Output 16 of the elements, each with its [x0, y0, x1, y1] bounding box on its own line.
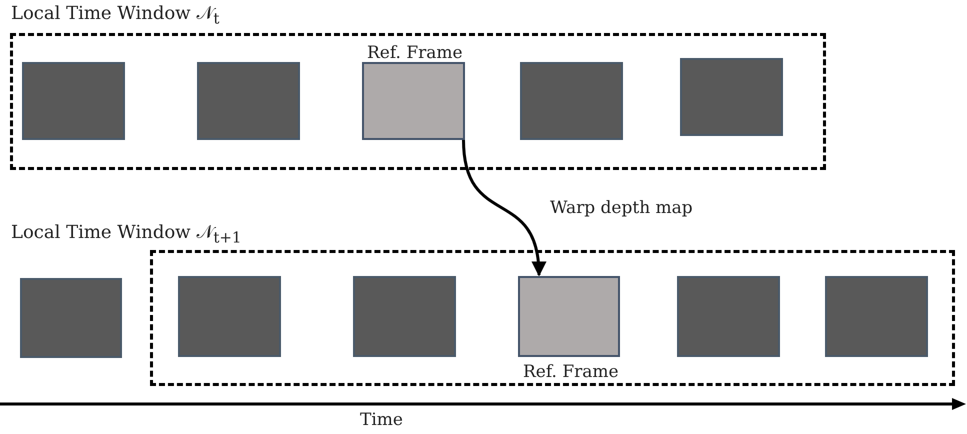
frame-box [22, 62, 125, 140]
frame-box [197, 62, 300, 140]
frame-box [825, 276, 928, 357]
frame-box [353, 276, 456, 357]
frame-label: Ref. Frame [367, 43, 463, 63]
window-title: Local Time Window 𝒩$_{t}$ [11, 4, 220, 29]
frame-box [680, 58, 783, 136]
edge-label: Warp depth map [550, 198, 693, 218]
frame-box [20, 278, 122, 358]
window-title: Local Time Window 𝒩$_{t+1}$ [11, 223, 242, 248]
frame-box [520, 62, 623, 140]
axis-label: Time [360, 410, 403, 430]
frame-box [677, 276, 780, 357]
warp-arrow [462, 140, 546, 276]
frame-label: Ref. Frame [523, 362, 619, 382]
frame-box [178, 276, 281, 357]
